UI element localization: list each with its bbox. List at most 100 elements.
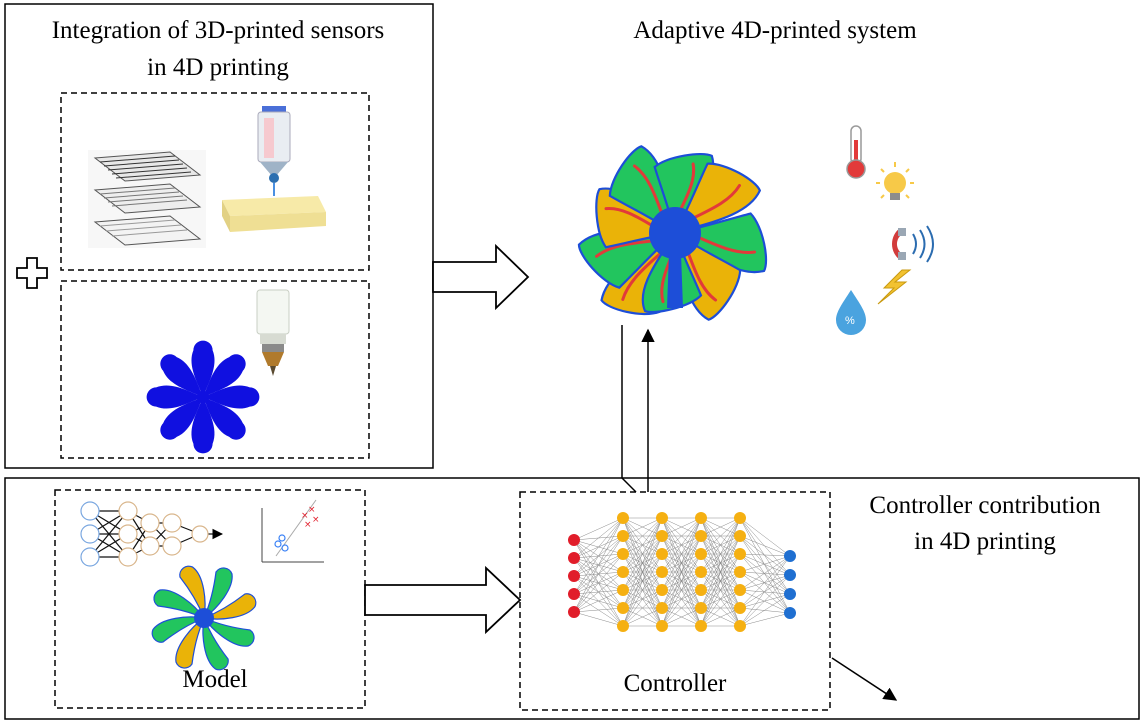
nn-neuron [695, 584, 707, 596]
model-box [54, 489, 366, 709]
nn-neuron [568, 588, 580, 600]
controller-panel-frame [4, 477, 1140, 720]
hollow-arrow-sensors-to-system [432, 243, 530, 311]
nn-edge [622, 517, 663, 555]
nn-edge [739, 607, 791, 614]
small-nn-node [80, 524, 100, 544]
nn-edge [661, 517, 702, 555]
syringe-extruder-illustration [257, 106, 291, 196]
nn-neuron [784, 569, 796, 581]
structure-stress-band [621, 251, 663, 301]
nn-neuron [568, 606, 580, 618]
light-bulb-icon [876, 162, 914, 200]
nn-neuron [617, 584, 629, 596]
nn-edge [700, 535, 741, 627]
nn-edge [739, 535, 791, 614]
mesh-petal [151, 616, 207, 643]
nn-edge [622, 571, 663, 627]
mesh-petal [202, 567, 233, 620]
nn-edge [739, 517, 791, 614]
nn-edge [622, 517, 663, 627]
small-nn-node [118, 524, 138, 544]
nn-neuron [784, 550, 796, 562]
nn-edge [700, 517, 741, 609]
nn-edge [700, 607, 741, 627]
nn-edge [739, 553, 791, 614]
model-label: Model [182, 666, 248, 693]
lightning-icon [877, 269, 912, 305]
flower-petal [203, 354, 246, 397]
nn-edge [700, 517, 741, 555]
small-nn-edge [89, 510, 129, 558]
nn-edge [739, 612, 791, 627]
nn-neuron [568, 552, 580, 564]
controller-panel-title-line2: in 4D printing [914, 528, 1056, 555]
fdm-nozzle-illustration [256, 289, 290, 376]
nn-neuron [656, 620, 668, 632]
nn-edge [739, 574, 791, 609]
nn-edge [739, 571, 791, 614]
nn-edge [573, 607, 624, 613]
nn-edge [573, 517, 624, 559]
nn-neuron [617, 620, 629, 632]
nn-neuron [656, 602, 668, 614]
controller-neural-network [568, 512, 796, 632]
nn-neuron [695, 512, 707, 524]
nn-edge [661, 571, 702, 627]
flower-petal [160, 354, 203, 397]
flower-petal [203, 385, 260, 409]
sensors-panel-title-line1: Integration of 3D-printed sensors [51, 17, 385, 44]
small-nn-node [80, 547, 100, 567]
controller-panel-title-line1: Controller contribution [869, 492, 1101, 519]
nn-edge [622, 589, 663, 627]
nn-edge [573, 535, 624, 613]
nn-neuron [734, 548, 746, 560]
nn-edge [739, 555, 791, 609]
nn-edge [739, 535, 791, 595]
nn-neuron [695, 620, 707, 632]
controller-link-line [621, 477, 637, 493]
flower-petal [203, 397, 246, 440]
nn-edge [700, 517, 741, 537]
nn-edge [739, 517, 791, 595]
nn-edge [739, 571, 791, 595]
structure-stress-band [686, 249, 718, 302]
nn-edge [661, 517, 702, 573]
small-nn-node [140, 513, 160, 533]
nn-edge [661, 589, 702, 627]
controller-label: Controller [623, 670, 727, 697]
hollow-arrow-model-to-controller [364, 565, 522, 635]
nn-edge [573, 571, 624, 613]
nn-neuron [617, 602, 629, 614]
nn-neuron [656, 584, 668, 596]
flower-petal [191, 340, 215, 397]
nn-edge [739, 574, 791, 591]
mesh-petal [153, 589, 206, 620]
svg-text:×: × [304, 520, 312, 530]
nn-edge [573, 589, 624, 613]
small-nn-node [162, 536, 182, 556]
substrate-block-illustration [222, 196, 326, 232]
flower-petal [160, 397, 203, 440]
nn-edge [661, 553, 702, 627]
flower-petal [146, 385, 203, 409]
nn-edge [739, 535, 791, 576]
mesh-petal [202, 616, 255, 647]
scatter-plot-icon: × × × × [261, 499, 324, 563]
adaptive-structure-illustration [577, 145, 768, 321]
mesh-petal [202, 615, 229, 671]
nn-neuron [695, 566, 707, 578]
sensor-box-bottom [60, 280, 370, 459]
nn-edge [739, 555, 791, 627]
nn-neuron [617, 530, 629, 542]
nn-neuron [617, 548, 629, 560]
nn-neuron [695, 548, 707, 560]
nn-neuron [617, 566, 629, 578]
nn-neuron [617, 512, 629, 524]
small-nn-node [80, 501, 100, 521]
nn-edge [661, 517, 702, 609]
nn-edge [700, 517, 741, 573]
flower-sensor-illustration [146, 340, 260, 454]
nn-neuron [568, 570, 580, 582]
